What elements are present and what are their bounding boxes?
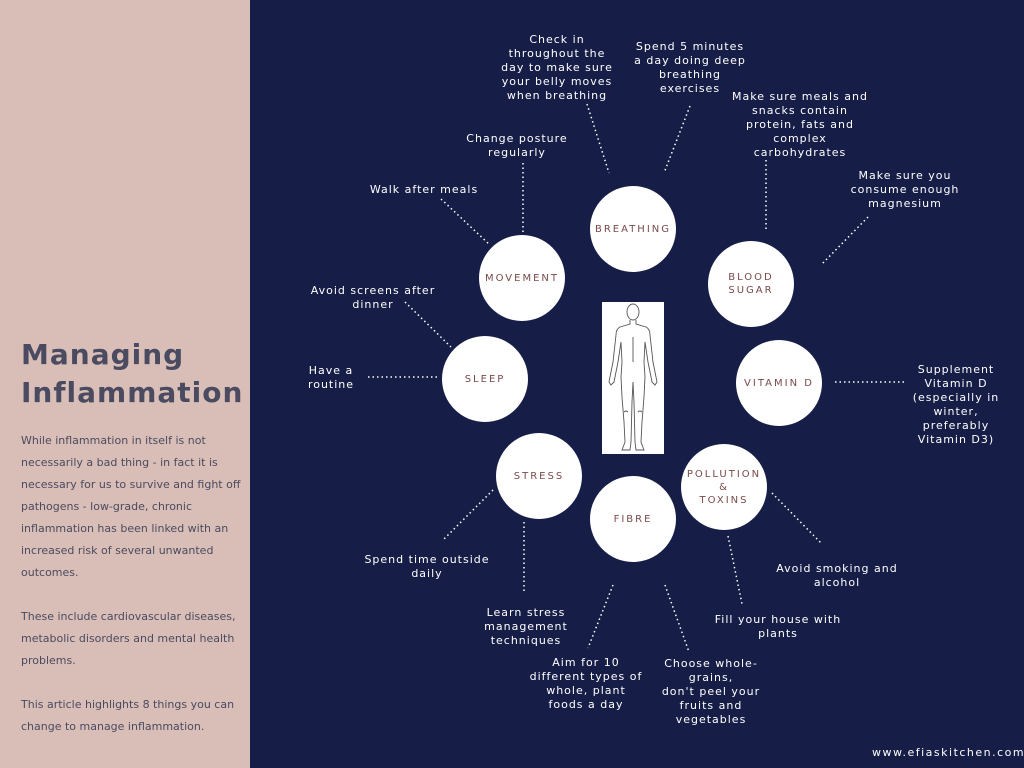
topic-fibre-label: FIBRE: [613, 513, 653, 525]
topic-blood-sugar: BLOOD SUGAR: [708, 241, 794, 327]
note-spend-5-minutes: Spend 5 minutes a day doing deep breathi…: [634, 40, 746, 95]
intro-paragraph-1: While inflammation in itself is not nece…: [21, 434, 241, 579]
note-routine: Have a routine: [307, 364, 355, 391]
topic-blood-sugar-label: BLOOD SUGAR: [728, 272, 774, 296]
topic-pollution-toxins: POLLUTION & TOXINS: [681, 444, 767, 530]
topic-pollution-toxins-label: POLLUTION & TOXINS: [686, 468, 762, 506]
note-posture: Change posture regularly: [466, 132, 568, 159]
connector-fibre-types: [587, 584, 614, 649]
intro-text: While inflammation in itself is not nece…: [21, 430, 243, 760]
note-magnesium: Make sure you consume enough magnesium: [850, 169, 960, 210]
note-vitamin-d: Supplement Vitamin D (especially in wint…: [912, 363, 1000, 446]
connector-pollution-smoking: [771, 492, 822, 544]
title-line-2: Inflammation: [21, 376, 244, 409]
topic-vitamin-d: VITAMIN D: [736, 340, 822, 426]
connector-fibre-wholegrains: [664, 584, 690, 653]
note-outside: Spend time outside daily: [364, 553, 490, 580]
website-footer: www.efiaskitchen.com: [872, 746, 1024, 759]
note-ten-types: Aim for 10 different types of whole, pla…: [529, 656, 643, 711]
note-smoking: Avoid smoking and alcohol: [776, 562, 898, 589]
connector-stress-outside: [442, 489, 494, 541]
topic-stress-label: STRESS: [513, 470, 565, 482]
note-screens: Avoid screens after dinner: [310, 284, 436, 311]
body-figure: [602, 302, 664, 454]
human-body-outline-icon: [608, 303, 658, 451]
topic-sleep-label: SLEEP: [464, 373, 506, 385]
page-title: Managing Inflammation: [21, 336, 243, 412]
sidebar: Managing Inflammation While inflammation…: [0, 0, 250, 768]
topic-sleep: SLEEP: [442, 336, 528, 422]
connector-movement-walk: [440, 198, 491, 246]
connector-pollution-plants: [727, 535, 743, 605]
topic-breathing-label: BREATHING: [595, 223, 671, 235]
note-check-in: Check in throughout the day to make sure…: [501, 33, 613, 102]
topic-vitamin-d-label: VITAMIN D: [744, 377, 814, 389]
topic-fibre: FIBRE: [590, 476, 676, 562]
connector-breathing-spend: [663, 105, 691, 174]
note-walk: Walk after meals: [369, 183, 479, 196]
topic-breathing: BREATHING: [590, 186, 676, 272]
intro-paragraph-2: These include cardiovascular diseases, m…: [21, 610, 236, 667]
note-plants: Fill your house with plants: [714, 613, 842, 640]
topic-stress: STRESS: [496, 433, 582, 519]
note-meals: Make sure meals and snacks contain prote…: [732, 90, 868, 159]
connector-bloodsugar-magnesium: [820, 216, 869, 266]
note-wholegrains: Choose whole- grains, don't peel your fr…: [661, 657, 761, 726]
intro-paragraph-3: This article highlights 8 things you can…: [21, 698, 235, 733]
topic-movement: MOVEMENT: [479, 235, 565, 321]
connector-breathing-checkin: [586, 103, 610, 174]
connector-sleep-screens: [404, 301, 452, 348]
note-stress-techniques: Learn stress management techniques: [484, 606, 568, 647]
topic-movement-label: MOVEMENT: [484, 272, 560, 284]
title-line-1: Managing: [21, 338, 185, 371]
